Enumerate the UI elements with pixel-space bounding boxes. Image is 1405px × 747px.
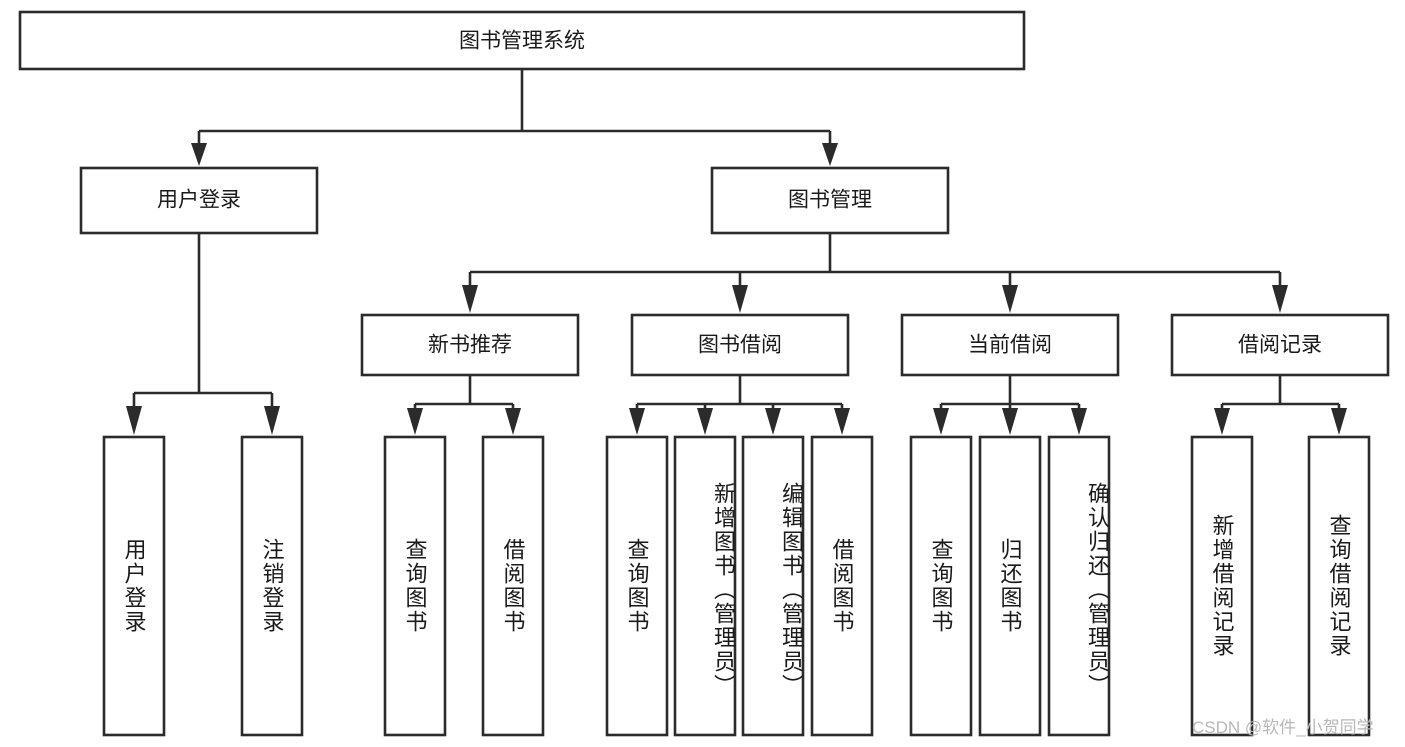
leaf-box-user-login[interactable]: [102, 435, 166, 737]
leaf-box-add-record[interactable]: [1190, 435, 1254, 737]
connector-root-to-level2: [191, 69, 838, 166]
node-root[interactable]: 图书管理系统: [18, 10, 1026, 71]
node-new-book-recommend-box[interactable]: [360, 313, 580, 377]
node-root-label: 图书管理系统: [459, 30, 585, 53]
connector-current-to-leaves: [933, 375, 1087, 435]
node-new-book-recommend-label: 新书推荐: [428, 334, 512, 357]
node-user-login-label: 用户登录: [157, 189, 241, 212]
leaf-box-confirm-return[interactable]: [1047, 435, 1111, 737]
node-current-borrow[interactable]: 当前借阅: [900, 313, 1120, 377]
node-book-borrow-box[interactable]: [630, 313, 850, 377]
connector-borrowbook-to-leaves: [629, 375, 850, 435]
node-borrow-records[interactable]: 借阅记录: [1170, 313, 1390, 377]
connector-records-to-leaves: [1214, 375, 1347, 435]
node-book-borrow-label: 图书借阅: [698, 334, 782, 357]
node-book-borrow[interactable]: 图书借阅: [630, 313, 850, 377]
connector-bookmgmt-to-level3: [462, 233, 1288, 313]
leaf-box-query-book-3[interactable]: [909, 435, 973, 737]
node-root-box[interactable]: [18, 10, 1026, 71]
node-book-management[interactable]: 图书管理: [710, 166, 950, 235]
connector-newbook-to-leaves: [407, 375, 521, 435]
leaf-box-add-book[interactable]: [673, 435, 737, 737]
node-new-book-recommend[interactable]: 新书推荐: [360, 313, 580, 377]
node-book-management-box[interactable]: [710, 166, 950, 235]
node-current-borrow-label: 当前借阅: [968, 334, 1052, 357]
node-borrow-records-box[interactable]: [1170, 313, 1390, 377]
leaf-box-query-book-1[interactable]: [383, 435, 447, 737]
csdn-watermark: CSDN @软件_小贺同学: [1192, 718, 1374, 737]
leaf-box-edit-book[interactable]: [741, 435, 805, 737]
connector-userlogin-to-leaves: [126, 233, 280, 435]
leaf-box-logout[interactable]: [240, 435, 304, 737]
leaf-box-query-book-2[interactable]: [605, 435, 669, 737]
node-borrow-records-label: 借阅记录: [1238, 334, 1322, 357]
node-user-login-box[interactable]: [79, 166, 319, 235]
leaf-box-return-book[interactable]: [978, 435, 1042, 737]
leaf-box-query-record[interactable]: [1307, 435, 1371, 737]
leaf-box-borrow-book-2[interactable]: [810, 435, 874, 737]
node-current-borrow-box[interactable]: [900, 313, 1120, 377]
node-user-login[interactable]: 用户登录: [79, 166, 319, 235]
leaf-box-borrow-book-1[interactable]: [481, 435, 545, 737]
node-book-management-label: 图书管理: [788, 189, 872, 212]
